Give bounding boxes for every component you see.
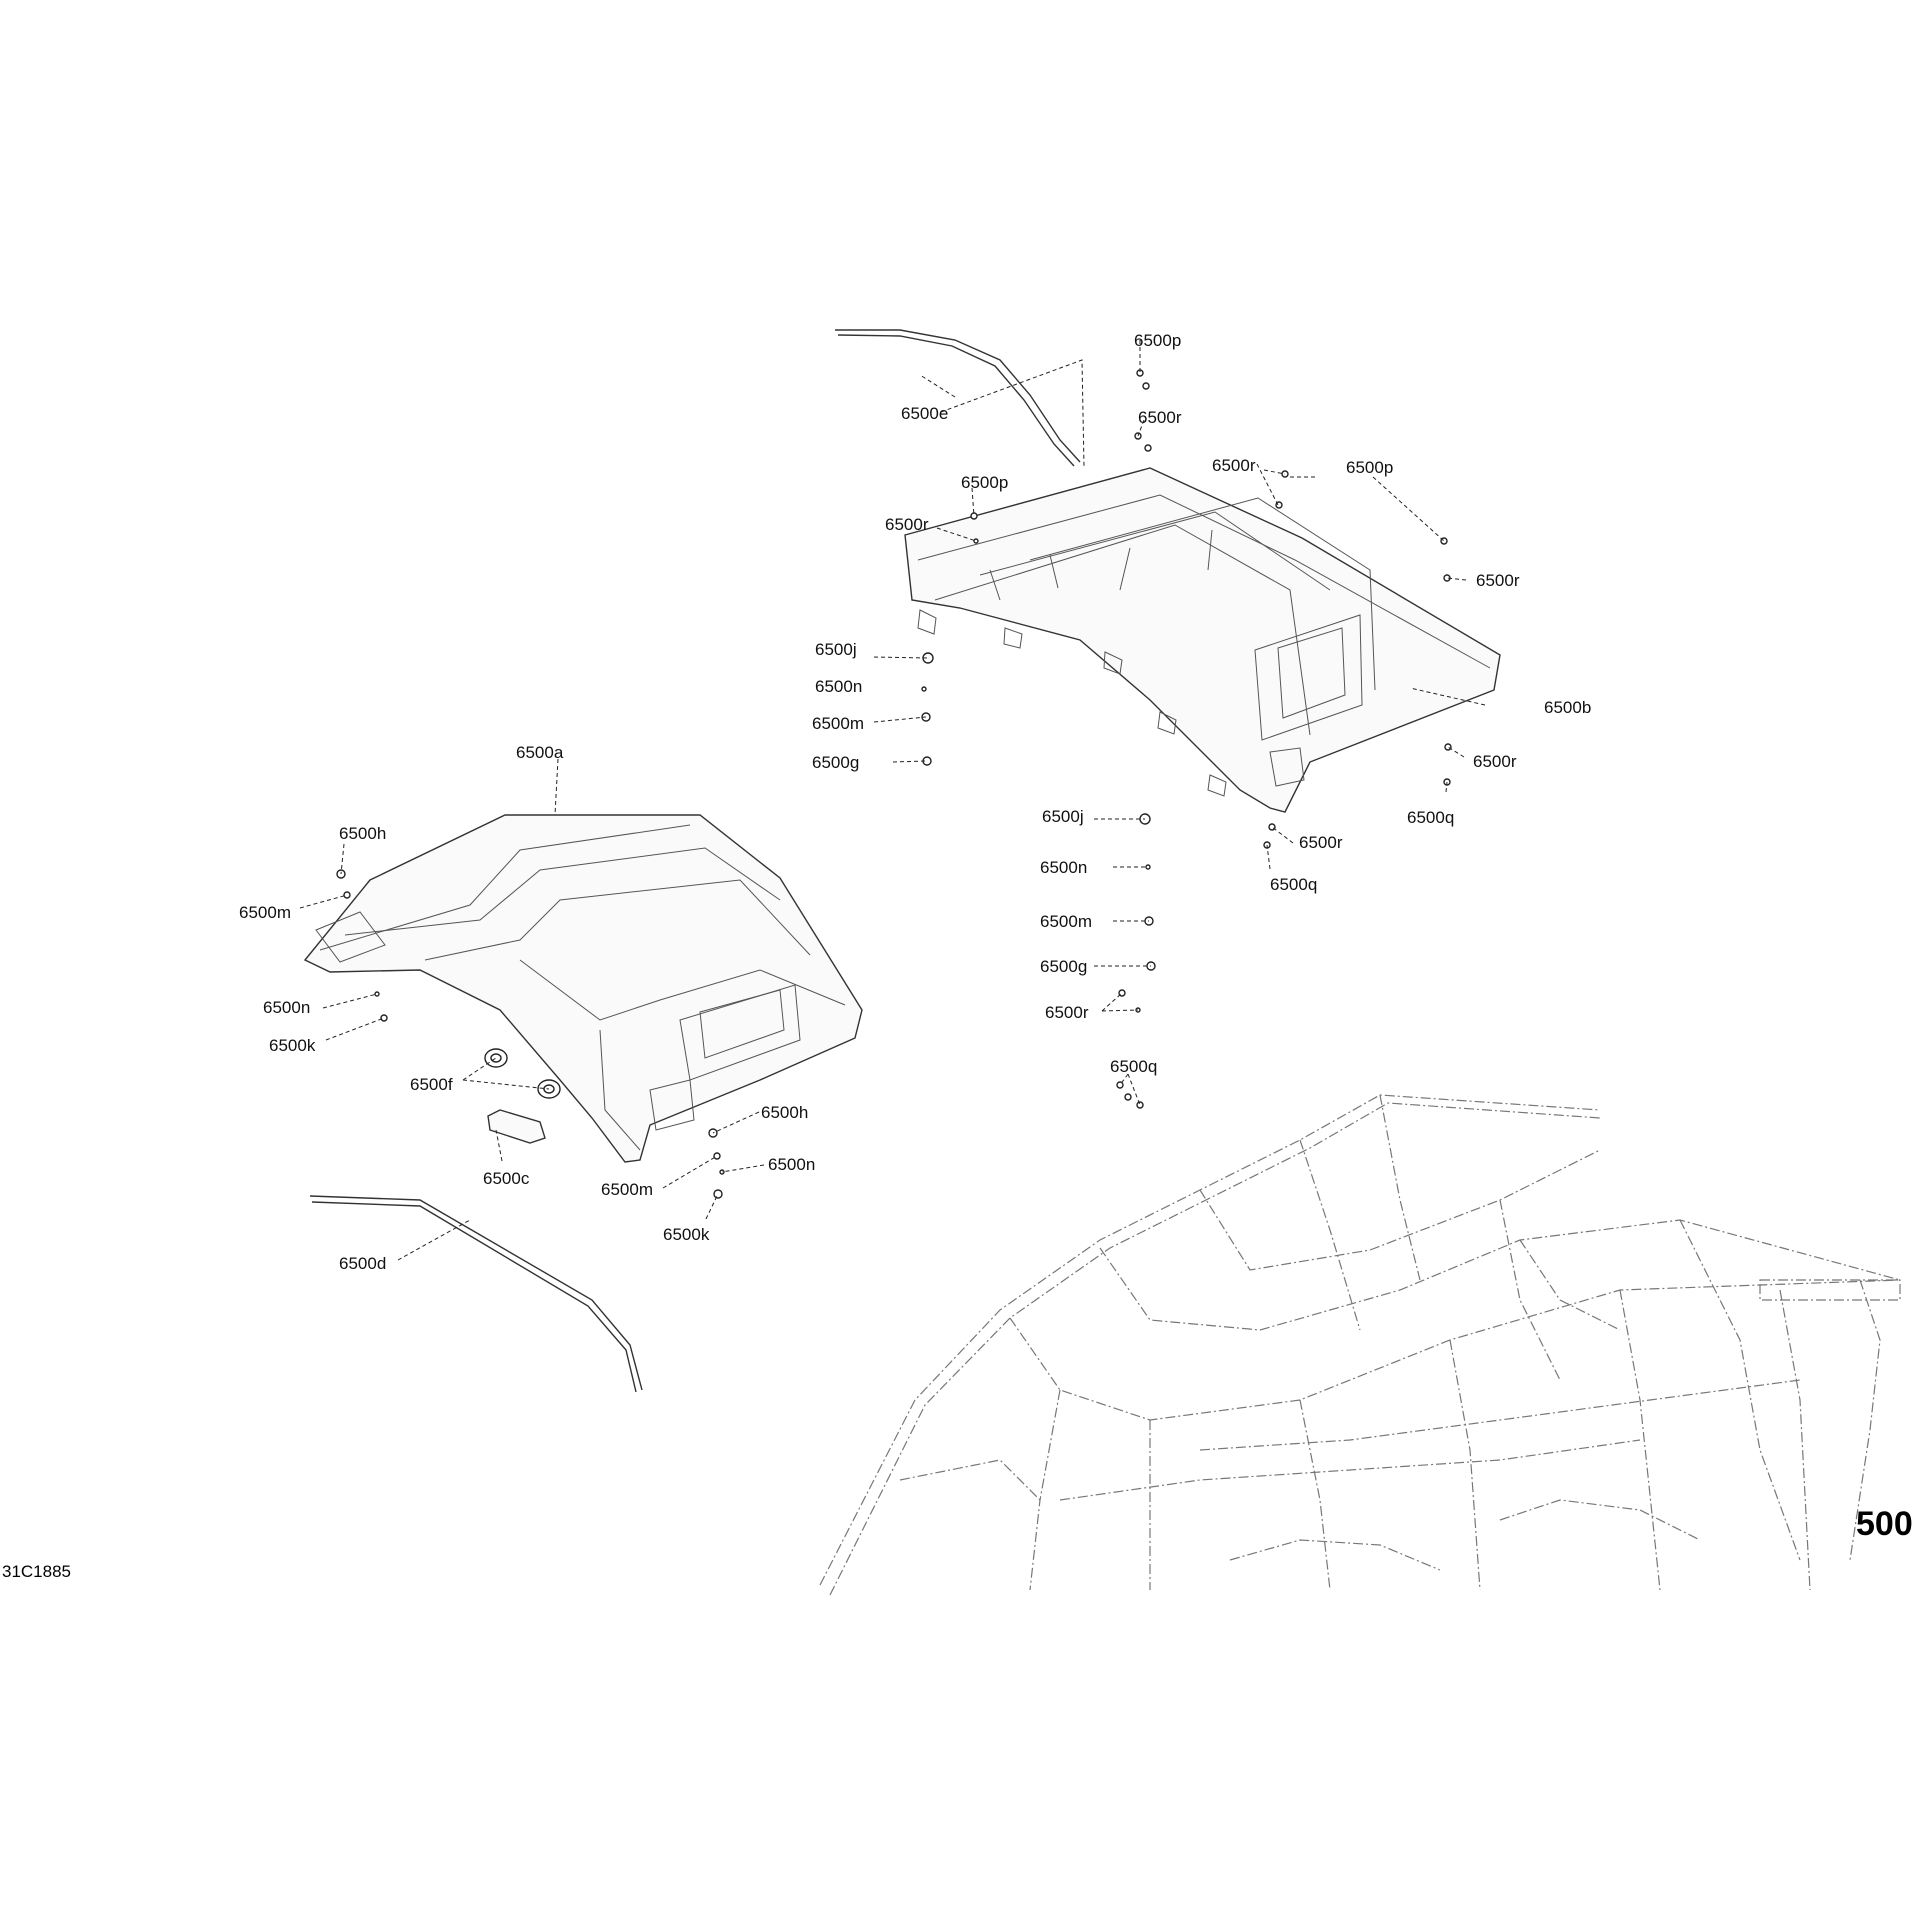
label-6500r: 6500r bbox=[1299, 833, 1343, 852]
label-6500r: 6500r bbox=[1138, 408, 1182, 427]
label-6500g: 6500g bbox=[1040, 957, 1087, 976]
label-6500p: 6500p bbox=[1346, 458, 1393, 477]
label-6500p: 6500p bbox=[1134, 331, 1181, 350]
label-6500r: 6500r bbox=[1476, 571, 1520, 590]
label-6500b: 6500b bbox=[1544, 698, 1591, 717]
label-6500d: 6500d bbox=[339, 1254, 386, 1273]
label-6500h: 6500h bbox=[339, 824, 386, 843]
label-6500m: 6500m bbox=[812, 714, 864, 733]
label-6500a: 6500a bbox=[516, 743, 564, 762]
page-number: 500 bbox=[1856, 1505, 1913, 1543]
roof-trim-rear bbox=[835, 329, 1081, 463]
callout-labels: 6500e 6500p 6500r 6500r 6500p 6500p 6500… bbox=[239, 331, 1591, 1273]
label-6500m: 6500m bbox=[601, 1180, 653, 1199]
label-6500j: 6500j bbox=[815, 640, 857, 659]
label-6500k: 6500k bbox=[663, 1225, 710, 1244]
label-6500n: 6500n bbox=[1040, 858, 1087, 877]
leader-lines bbox=[299, 340, 1486, 1261]
seal-pad bbox=[487, 1109, 546, 1144]
label-6500n: 6500n bbox=[263, 998, 310, 1017]
roof-rod-front bbox=[309, 1195, 643, 1391]
label-6500k: 6500k bbox=[269, 1036, 316, 1055]
label-6500n: 6500n bbox=[815, 677, 862, 696]
label-6500c: 6500c bbox=[483, 1169, 530, 1188]
roof-panel-front bbox=[303, 814, 863, 1163]
roof-panel-rear bbox=[904, 467, 1501, 813]
label-6500n: 6500n bbox=[768, 1155, 815, 1174]
label-6500j: 6500j bbox=[1042, 807, 1084, 826]
label-6500m: 6500m bbox=[239, 903, 291, 922]
label-6500f: 6500f bbox=[410, 1075, 453, 1094]
label-6500q: 6500q bbox=[1270, 875, 1317, 894]
illustration-code: 31C1885 bbox=[2, 1562, 71, 1581]
label-6500r: 6500r bbox=[1473, 752, 1517, 771]
label-6500r: 6500r bbox=[1045, 1003, 1089, 1022]
label-6500e: 6500e bbox=[901, 404, 948, 423]
label-6500m: 6500m bbox=[1040, 912, 1092, 931]
label-6500q: 6500q bbox=[1407, 808, 1454, 827]
roll-cage-frame bbox=[819, 1094, 1901, 1596]
label-6500r: 6500r bbox=[1212, 456, 1256, 475]
label-6500q: 6500q bbox=[1110, 1057, 1157, 1076]
label-6500h: 6500h bbox=[761, 1103, 808, 1122]
label-6500p: 6500p bbox=[961, 473, 1008, 492]
label-6500r: 6500r bbox=[885, 515, 929, 534]
label-6500g: 6500g bbox=[812, 753, 859, 772]
